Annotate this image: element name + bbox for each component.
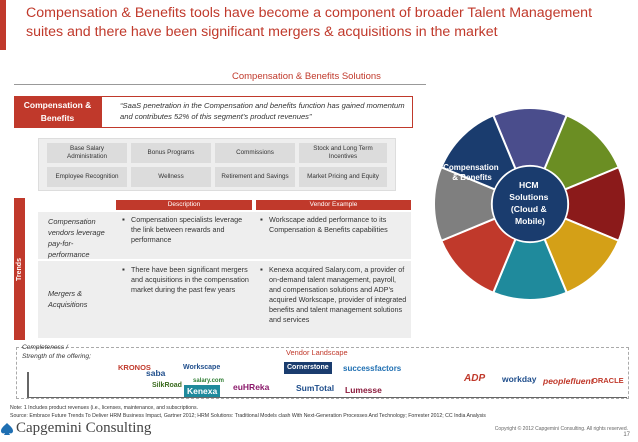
wheel-center: [491, 165, 569, 243]
wheel-segment-label: Compensation & Benefits: [443, 163, 501, 182]
saas-quote: “SaaS penetration in the Compensation an…: [101, 96, 413, 128]
brand-logo: Capgemini Consulting: [16, 420, 152, 436]
trend-row-description: There have been significant mergers and …: [122, 265, 250, 295]
vendor-landscape-box: [16, 347, 629, 399]
vendor-logo-oracle: ORACLE: [592, 376, 624, 385]
header-vendor-example: Vendor Example: [256, 200, 411, 210]
tool-wellness: Wellness: [131, 167, 211, 187]
tool-base-salary: Base Salary Administration: [47, 143, 127, 163]
tool-commissions: Commissions: [215, 143, 295, 163]
trend-row-label: Mergers & Acquisitions: [48, 289, 88, 309]
vendor-logo-euhreka: euHReka: [233, 382, 270, 392]
tool-market-pricing: Market Pricing and Equity: [299, 167, 387, 187]
capgemini-spade-icon: [1, 423, 13, 435]
page-title: Compensation & Benefits tools have becom…: [26, 5, 593, 40]
tool-employee-recognition: Employee Recognition: [47, 167, 127, 187]
header-description: Description: [116, 200, 252, 210]
tool-stock-incentives: Stock and Long Term Incentives: [299, 143, 387, 163]
tool-retirement-savings: Retirement and Savings: [215, 167, 295, 187]
tool-bonus-programs: Bonus Programs: [131, 143, 211, 163]
vendor-logo-successfactors: successfactors: [343, 364, 402, 373]
trend-row-description: Compensation specialists leverage the li…: [122, 215, 252, 245]
trend-row-label: Compensation vendors leverage pay-for-pe…: [48, 217, 105, 259]
vendor-logo-workscape: Workscape: [183, 364, 221, 371]
vendor-logo-cornerstone: Cornerstone: [284, 362, 332, 374]
footnote: Note: 1 Includes product revenues (i.e.,…: [10, 404, 486, 420]
wheel-center-label: HCM Solutions (Cloud & Mobile): [509, 180, 551, 226]
page-number: 17: [623, 432, 630, 438]
copyright: Copyright © 2012 Capgemini Consulting. A…: [494, 426, 628, 432]
vendor-logo-workday: workday: [502, 374, 537, 384]
completeness-axis-label: Completeness / Strength of the offering;: [22, 344, 91, 360]
title-accent-bar: [0, 0, 6, 50]
section-title: Compensation & Benefits Solutions: [232, 71, 381, 82]
tools-panel: Base Salary Administration Bonus Program…: [38, 138, 396, 191]
trend-row-example: Kenexa acquired Salary.com, a provider o…: [260, 265, 410, 325]
vendor-logo-peoplefluent: peoplefluent: [543, 376, 594, 386]
vendor-landscape-title: Vendor Landscape: [286, 348, 348, 357]
section-divider: [14, 84, 426, 85]
vendor-logo-kronos: KRONOS: [118, 363, 151, 372]
vendor-logo-kenexa: Kenexa: [184, 385, 221, 397]
compensation-benefits-label: Compensation & Benefits: [14, 96, 101, 128]
vendor-logo-saba: saba: [146, 368, 166, 378]
hcm-solutions-wheel: HCM Solutions (Cloud & Mobile) Compensat…: [433, 108, 627, 301]
vendor-logo-sumtotal: SumTotal: [296, 383, 335, 393]
note-text: Note: 1 Includes product revenues (i.e.,…: [10, 405, 199, 411]
trend-row-example: Workscape added performance to its Compe…: [260, 215, 408, 235]
axis-horizontal: [27, 397, 627, 398]
axis-vertical: [27, 372, 29, 398]
vendor-logo-adp: ADP: [464, 373, 486, 384]
trends-side-bar: [14, 198, 25, 340]
source-text: Source: Embrace Future Trends To Deliver…: [10, 413, 486, 419]
trends-side-label: Trends: [16, 257, 24, 281]
vendor-logo-silkroad: SilkRoad: [152, 382, 182, 389]
vendor-logo-salary: salary.com: [193, 378, 224, 384]
vendor-logo-lumesse: Lumesse: [345, 385, 382, 395]
